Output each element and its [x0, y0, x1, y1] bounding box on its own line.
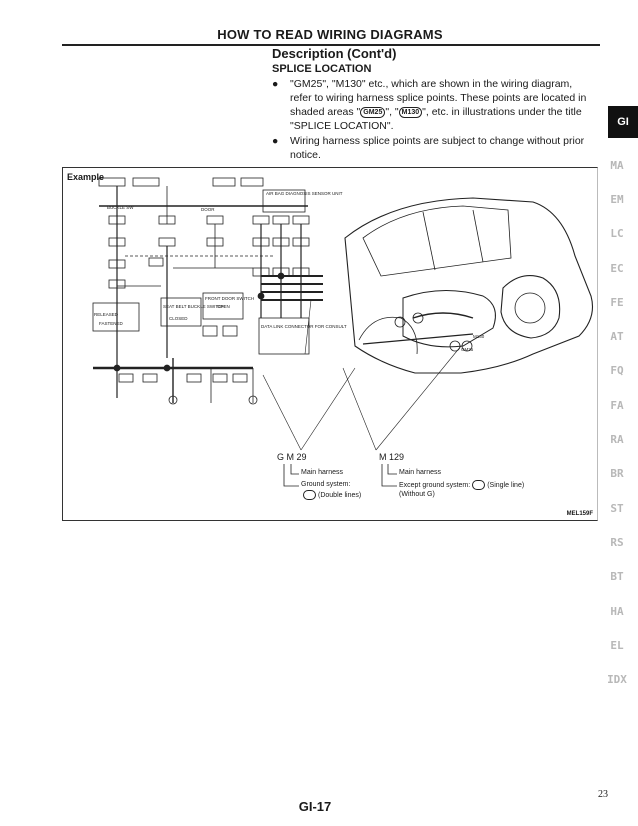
bullet-1-text-a: "GM25", "M130" etc., which are shown in …	[290, 78, 587, 118]
bullet-list: ● "GM25", "M130" etc., which are shown i…	[272, 77, 594, 163]
label-open: OPEN	[217, 304, 230, 309]
double-line-circle-icon	[303, 490, 316, 500]
gm-system-label: Ground system:	[301, 481, 351, 488]
label-buckle-sw: BUCKLE SW	[107, 205, 134, 210]
tab-lc[interactable]: LC	[610, 227, 624, 241]
tab-br[interactable]: BR	[610, 467, 624, 481]
page-number: 23	[598, 789, 608, 800]
label-fastened: FASTENED	[99, 321, 124, 326]
label-released: RELEASED	[94, 312, 119, 317]
m-system-text: Except ground system:	[399, 481, 471, 489]
label-door: DOOR	[201, 207, 215, 212]
tab-gi-active[interactable]: GI	[608, 106, 638, 138]
tab-ra[interactable]: RA	[610, 433, 624, 447]
gm-code: G M 29	[277, 452, 307, 462]
header-rule	[62, 44, 600, 46]
bullet-item-2: ● Wiring harness splice points are subje…	[272, 134, 594, 162]
label-front-door-switch: FRONT DOOR SWITCH	[205, 296, 254, 301]
page-header-title: HOW TO READ WIRING DIAGRAMS	[217, 27, 443, 42]
tab-fa[interactable]: FA	[610, 398, 624, 412]
tab-ec[interactable]: EC	[610, 261, 624, 275]
tab-el[interactable]: EL	[610, 638, 624, 652]
tab-idx[interactable]: IDX	[607, 673, 627, 687]
label-air-bag-unit: AIR BAG DIAGNOSIS SENSOR UNIT	[266, 191, 343, 196]
section-subtitle: SPLICE LOCATION	[272, 63, 372, 75]
m-lines-text: (Single line)	[487, 481, 525, 489]
gm-harness-label: Main harness	[301, 469, 344, 476]
splice-badge-gm25: GM25	[360, 106, 386, 118]
tab-bt[interactable]: BT	[610, 570, 624, 584]
bullet-icon: ●	[272, 135, 279, 147]
tab-rs[interactable]: RS	[610, 535, 624, 549]
bullet-icon: ●	[272, 78, 279, 90]
tab-st[interactable]: ST	[610, 501, 624, 515]
tab-fe[interactable]: FE	[610, 295, 624, 309]
example-label: Example	[67, 172, 105, 182]
tab-ha[interactable]: HA	[610, 604, 624, 618]
gm-lines-label: (Double lines)	[301, 490, 361, 501]
wiring-diagram-illustration: BUCKLE SW DOOR AIR BAG DIAGNOSIS SENSOR …	[92, 177, 594, 487]
label-seat-belt-switch: SEAT BELT BUCKLE SWITCH	[163, 304, 225, 309]
m-without-label: (Without G)	[399, 491, 435, 498]
figure-code: MEL159F	[566, 511, 593, 517]
tab-em[interactable]: EM	[610, 192, 624, 206]
section-title: Description (Cont'd)	[272, 46, 397, 61]
example-figure: BUCKLE SW DOOR AIR BAG DIAGNOSIS SENSOR …	[62, 167, 598, 521]
bullet-1-text-c: ", etc. in illustrations under the title…	[290, 106, 582, 132]
gm-lines-text: (Double lines)	[318, 491, 362, 499]
m-code: M 129	[379, 452, 405, 462]
label-closed: CLOSED	[169, 316, 188, 321]
footer-page-label: GI-17	[298, 799, 332, 814]
m-system-label: Except ground system: (Single line)	[399, 480, 524, 491]
label-splice-m130: M130	[473, 334, 485, 339]
splice-badge-m130: M130	[398, 106, 423, 118]
m-harness-label: Main harness	[399, 469, 442, 476]
bullet-item-1: ● "GM25", "M130" etc., which are shown i…	[272, 77, 594, 133]
side-tab-list: MA EM LC EC FE AT FQ FA RA BR ST RS BT H…	[596, 148, 638, 697]
label-data-link-connector: DATA LINK CONNECTOR FOR CONSULT	[261, 324, 347, 329]
tab-at[interactable]: AT	[610, 330, 624, 344]
tab-fq[interactable]: FQ	[610, 364, 624, 378]
single-line-circle-icon	[472, 480, 486, 490]
bullet-2-text: Wiring harness splice points are subject…	[290, 135, 585, 161]
label-splice-gm25: GM25	[461, 347, 474, 352]
bullet-1-text-b: ", "	[385, 106, 399, 118]
tab-ma[interactable]: MA	[610, 158, 624, 172]
